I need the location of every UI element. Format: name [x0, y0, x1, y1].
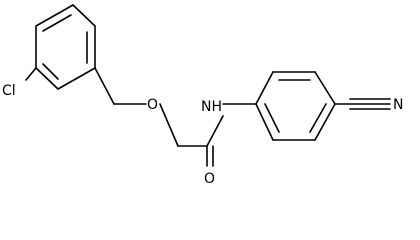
- molecule-drawing: Cl O O NH N: [2, 4, 403, 185]
- bond-o-ch2: [159, 103, 179, 147]
- double-bond: [42, 63, 59, 80]
- bond-carbonyl-nh: [206, 115, 224, 147]
- double-bond: [309, 103, 327, 133]
- bond: [57, 67, 96, 90]
- double-bond: [42, 14, 72, 32]
- double-bond: [264, 103, 280, 133]
- chlorobenzene-ring: [35, 4, 96, 90]
- bond: [72, 4, 96, 27]
- bond: [35, 4, 74, 27]
- bond: [314, 103, 336, 141]
- ether-oxygen-label: O: [147, 97, 158, 113]
- bond: [255, 71, 274, 105]
- bond-ring-ch2: [94, 67, 115, 105]
- bond: [35, 67, 59, 90]
- bond: [314, 71, 336, 105]
- bond-ring-cl: [25, 67, 37, 81]
- amide-nh-label: NH: [201, 99, 222, 115]
- chlorine-label: Cl: [2, 83, 16, 99]
- carbonyl-oxygen-label: O: [204, 171, 215, 185]
- benzonitrile-ring: [255, 71, 336, 141]
- bond: [255, 103, 274, 141]
- nitrile-nitrogen-label: N: [393, 97, 403, 113]
- structure-canvas: Cl O O NH N: [2, 4, 403, 185]
